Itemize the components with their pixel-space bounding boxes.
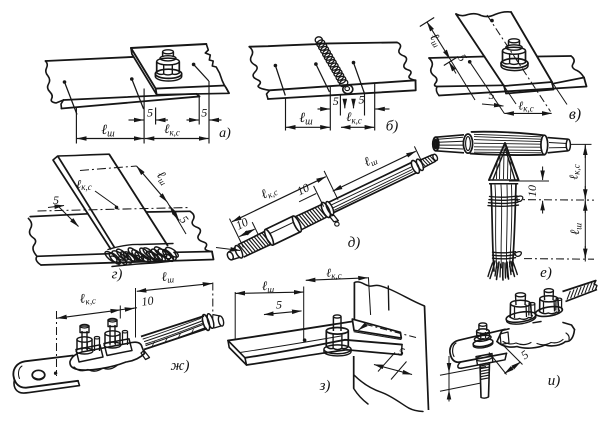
svg-text:5: 5 bbox=[276, 298, 282, 312]
svg-text:е): е) bbox=[540, 265, 552, 281]
svg-text:з): з) bbox=[319, 378, 331, 394]
svg-text:5: 5 bbox=[201, 106, 207, 120]
svg-text:10: 10 bbox=[234, 215, 251, 233]
svg-text:5: 5 bbox=[53, 193, 59, 207]
svg-text:5: 5 bbox=[396, 344, 406, 359]
svg-text:5: 5 bbox=[147, 106, 153, 120]
svg-text:б): б) bbox=[386, 119, 399, 135]
svg-text:10: 10 bbox=[295, 180, 312, 198]
svg-text:5: 5 bbox=[489, 88, 495, 102]
svg-text:в): в) bbox=[569, 106, 581, 123]
svg-text:5: 5 bbox=[333, 94, 339, 108]
svg-text:и): и) bbox=[548, 373, 561, 389]
svg-text:5: 5 bbox=[359, 93, 365, 107]
svg-text:10: 10 bbox=[525, 185, 539, 197]
svg-text:а): а) bbox=[219, 126, 231, 141]
svg-text:ж): ж) bbox=[171, 358, 190, 374]
svg-text:10: 10 bbox=[141, 293, 155, 308]
svg-text:г): г) bbox=[112, 267, 123, 283]
svg-text:д): д) bbox=[348, 235, 361, 251]
